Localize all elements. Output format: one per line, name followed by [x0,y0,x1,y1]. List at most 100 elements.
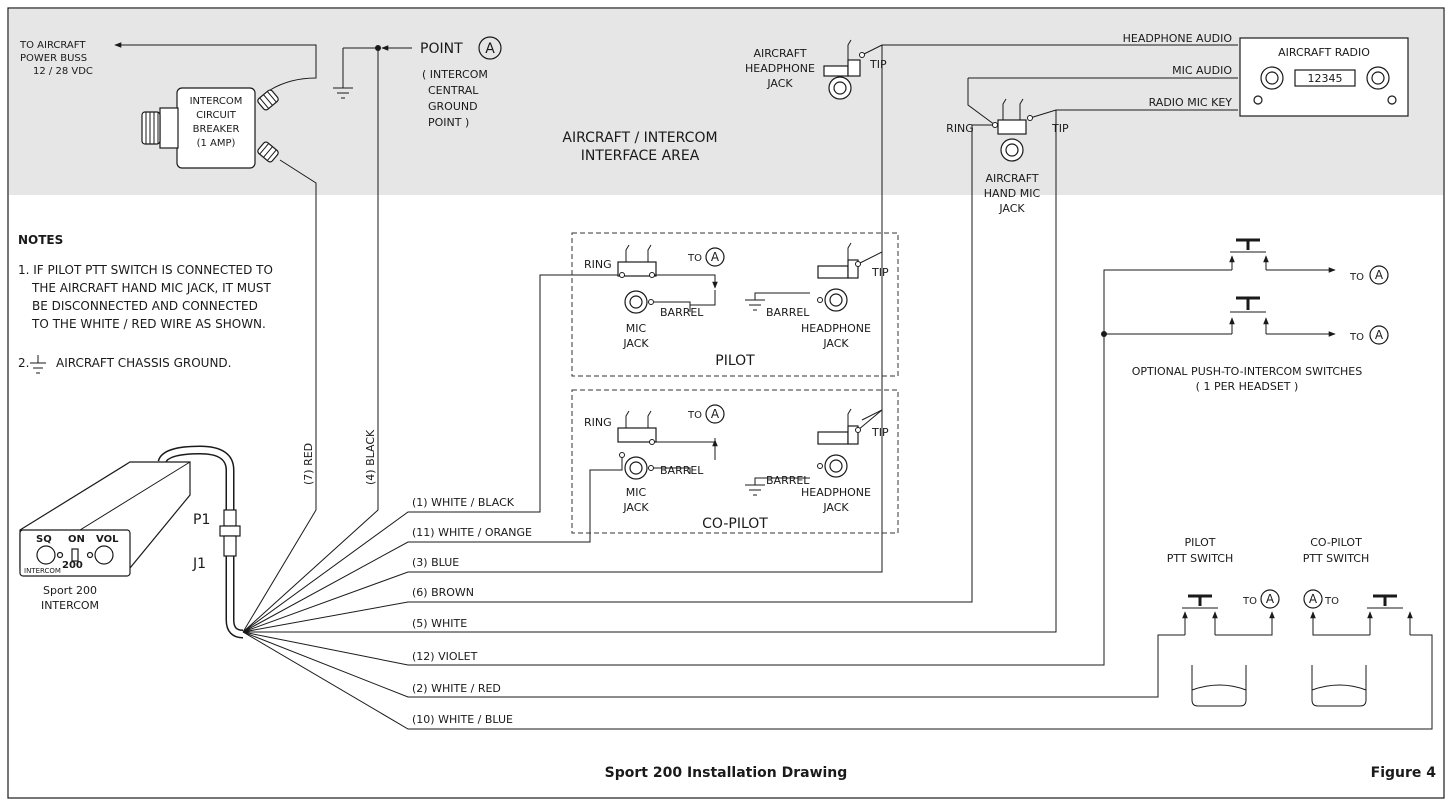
connector-p1: P1 [193,512,210,528]
push-to-intercom-switches: TO A TO A OPTIONAL PUSH-TO-INTERCOM SWIT… [1132,238,1389,393]
pilot-ptt-label-1: PILOT [1185,536,1216,549]
hand-mic-label-1: AIRCRAFT [985,172,1038,185]
figure-caption: Sport 200 Installation Drawing [605,765,848,781]
sport-200-intercom: SQ ON VOL 200 INTERCOM Sport 200 INTERCO… [19,461,191,612]
point-a-callout: POINT A ( INTERCOM CENTRAL GROUND POINT … [420,36,502,129]
wire-white-red: (2) WHITE / RED [412,682,501,695]
radio-mic-key: RADIO MIC KEY [1149,96,1233,109]
power-buss-line-1: TO AIRCRAFT [19,40,86,51]
copilot-mic-to: TO [687,410,702,421]
point-a-desc-1: ( INTERCOM [422,68,488,81]
radio-title: AIRCRAFT RADIO [1278,46,1370,59]
wire-red: (7) RED [302,443,315,485]
note-2-text: AIRCRAFT CHASSIS GROUND. [56,356,231,370]
hp-jack-label-2: HEADPHONE [745,62,815,75]
breaker-line-2: CIRCUIT [196,110,237,121]
wire-white-blue: (10) WHITE / BLUE [412,713,513,726]
aircraft-hand-mic-jack: RING TIP AIRCRAFT HAND MIC JACK [946,98,1069,215]
pilot-yoke-icon [1191,665,1247,707]
note-2-number: 2. [18,356,29,370]
pilot-jack-block: RING TO A BARREL MIC JACK TIP BARREL HEA… [571,232,899,377]
ground-symbols [30,87,765,496]
hand-mic-label-2: HAND MIC [984,187,1041,200]
hand-mic-label-3: JACK [998,202,1025,215]
copilot-jack-block: RING TO A BARREL MIC JACK TIP BARREL HEA… [571,389,899,534]
pilot-mic-label-1: MIC [626,322,647,335]
copilot-block-title: CO-PILOT [702,516,768,532]
notes: NOTES 1. IF PILOT PTT SWITCH IS CONNECTE… [18,233,273,370]
page-border [7,7,1445,799]
copilot-hp-label-1: HEADPHONE [801,486,871,499]
copilot-mic-a: A [711,407,720,421]
point-a-desc-2: CENTRAL [428,84,479,97]
intercom-model: 200 [62,560,83,571]
pilot-mic-barrel: BARREL [660,306,704,319]
intercom-knob-vol: VOL [96,534,119,545]
push-switch-1-a: A [1375,268,1384,282]
push-switches-label-2: ( 1 PER HEADSET ) [1196,380,1299,393]
note-1-line-2: THE AIRCRAFT HAND MIC JACK, IT MUST [31,281,272,295]
copilot-mic-label-1: MIC [626,486,647,499]
copilot-yoke-icon [1311,665,1367,707]
note-1-line-4: TO THE WHITE / RED WIRE AS SHOWN. [31,317,266,331]
pilot-mic-label-2: JACK [622,337,649,350]
notes-title: NOTES [18,233,63,247]
point-a-desc-4: POINT ) [428,116,469,129]
wiring [114,42,1433,730]
breaker-line-1: INTERCOM [190,96,243,107]
breaker-line-4: (1 AMP) [197,138,236,149]
point-a-desc-3: GROUND [428,100,478,113]
wire-white-black: (1) WHITE / BLACK [412,496,515,509]
pilot-mic-a: A [711,250,720,264]
circuit-breaker: INTERCOM CIRCUIT BREAKER (1 AMP) [141,87,279,169]
wire-labels: (7) RED (4) BLACK (1) WHITE / BLACK (11)… [302,429,532,726]
breaker-line-3: BREAKER [193,124,240,135]
connector-p1-j1: P1 J1 [192,509,241,572]
connector-j1: J1 [192,556,206,572]
pilot-ptt-switch: PILOT PTT SWITCH TO A [1167,536,1280,707]
copilot-mic-barrel: BARREL [660,464,704,477]
copilot-mic-label-2: JACK [622,501,649,514]
aircraft-headphone-jack: AIRCRAFT HEADPHONE JACK TIP [745,39,887,100]
wire-black: (4) BLACK [364,429,377,485]
point-a-letter: A [485,41,495,57]
pilot-hp-tip: TIP [871,266,889,279]
aircraft-radio: AIRCRAFT RADIO 12345 HEADPHONE AUDIO MIC… [1123,32,1409,117]
pilot-ptt-to: TO [1242,596,1257,607]
copilot-ptt-label-2: PTT SWITCH [1303,552,1370,565]
hp-jack-label-3: JACK [766,77,793,90]
copilot-ptt-label-1: CO-PILOT [1310,536,1362,549]
pilot-ptt-label-2: PTT SWITCH [1167,552,1234,565]
hand-mic-ring: RING [946,122,974,135]
point-a-label: POINT [420,41,463,57]
pilot-block-title: PILOT [715,353,755,369]
radio-display: 12345 [1308,72,1343,85]
copilot-hp-tip: TIP [871,426,889,439]
intercom-brand: INTERCOM [24,567,61,575]
push-switches-label-1: OPTIONAL PUSH-TO-INTERCOM SWITCHES [1132,365,1362,378]
wire-white-orange: (11) WHITE / ORANGE [412,526,532,539]
note-1-line-1: 1. IF PILOT PTT SWITCH IS CONNECTED TO [18,263,273,277]
radio-mic-audio: MIC AUDIO [1172,64,1232,77]
pilot-mic-ring: RING [584,258,612,271]
copilot-ptt-to: TO [1324,596,1339,607]
push-switch-1-to: TO [1349,272,1364,283]
pilot-mic-to: TO [687,253,702,264]
pilot-hp-barrel: BARREL [766,306,810,319]
copilot-hp-barrel: BARREL [766,474,810,487]
intercom-knob-sq: SQ [36,534,52,545]
power-buss-line-2: POWER BUSS [20,53,87,64]
intercom-name-line-1: Sport 200 [43,584,97,597]
radio-headphone-audio: HEADPHONE AUDIO [1123,32,1233,45]
wire-blue: (3) BLUE [412,556,459,569]
hp-jack-label-1: AIRCRAFT [753,47,806,60]
power-buss-line-3: 12 / 28 VDC [33,66,93,77]
copilot-hp-label-2: JACK [822,501,849,514]
figure-number: Figure 4 [1371,765,1437,781]
copilot-mic-ring: RING [584,416,612,429]
wire-violet: (12) VIOLET [412,650,478,663]
interface-area-line-2: INTERFACE AREA [581,148,700,164]
wire-brown: (6) BROWN [412,586,474,599]
